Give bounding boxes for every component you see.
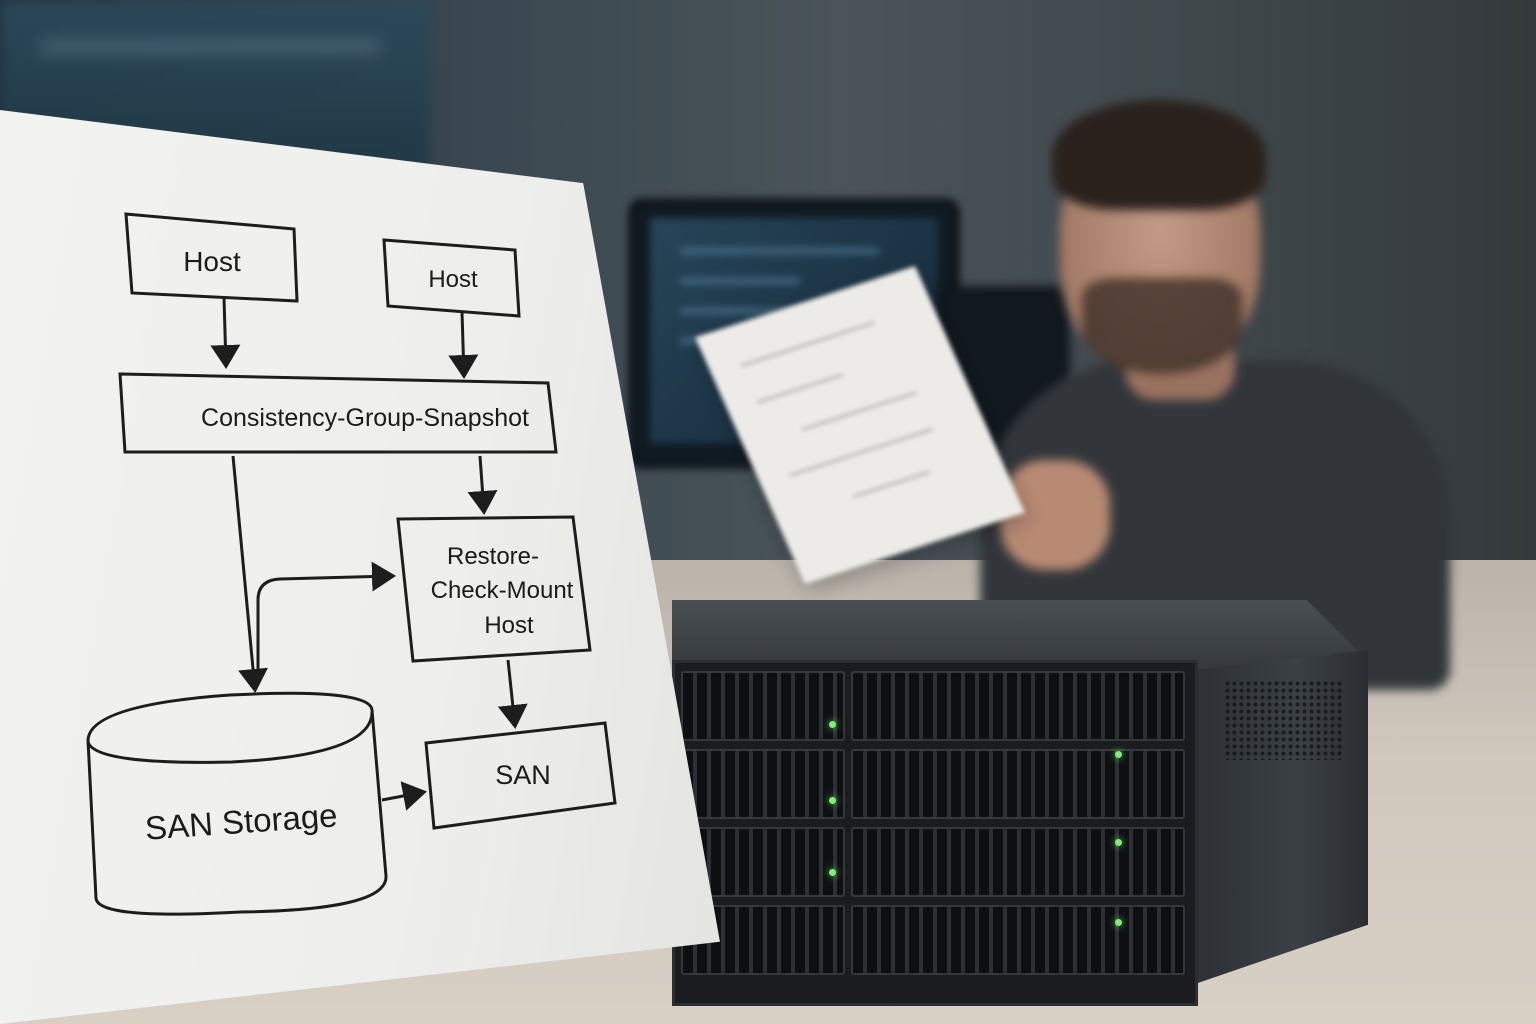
san-storage-label: SAN Storage (144, 796, 339, 846)
restore-label-line1: Restore- (447, 543, 539, 570)
person-right-hand (1000, 460, 1110, 570)
arrow-snapshot-to-restore (467, 455, 498, 515)
status-led-icon (829, 869, 836, 876)
status-led-icon (1115, 839, 1122, 846)
restore-host-box (396, 515, 592, 663)
host-right-box (382, 238, 521, 318)
screen-line (680, 278, 800, 284)
snapshot-box (118, 372, 558, 454)
rack-server (672, 600, 1372, 1006)
host-left-box (124, 212, 299, 303)
san-storage-cylinder (86, 691, 388, 916)
restore-label-line2: Check-Mount (431, 577, 574, 604)
window-frame (40, 40, 380, 54)
status-led-icon (829, 797, 836, 804)
person-beard (1082, 278, 1242, 374)
status-led-icon (1115, 751, 1122, 758)
backup-flow-diagram: Host Host Consistency-Group-Snapshot Res… (86, 212, 617, 916)
arrow-snapshot-to-storage (231, 455, 268, 693)
drive-bay (851, 827, 1185, 897)
san-label: SAN (495, 760, 551, 790)
screen-line (680, 308, 850, 314)
host-right-label: Host (428, 266, 478, 293)
arrow-storage-to-san (381, 781, 427, 811)
drive-bay (851, 671, 1185, 741)
drive-bay (681, 749, 845, 819)
drive-bay (851, 749, 1185, 819)
arrow-host-right-to-snapshot (448, 311, 479, 379)
snapshot-label: Consistency-Group-Snapshot (201, 404, 529, 432)
arrow-host-left-to-snapshot (210, 297, 241, 369)
screen-line (680, 248, 880, 254)
drive-bay (851, 905, 1185, 975)
arrow-restore-to-san (497, 659, 528, 729)
san-box (424, 721, 617, 830)
arrow-storage-to-restore (256, 561, 396, 680)
status-led-icon (829, 721, 836, 728)
drive-bay (681, 671, 845, 741)
restore-label-line3: Host (484, 612, 534, 639)
status-led-icon (1115, 919, 1122, 926)
person-hair (1052, 100, 1266, 210)
server-vent (1224, 680, 1344, 760)
host-left-label: Host (183, 246, 241, 277)
san-storage-cylinder-rim (86, 711, 374, 764)
server-front-panel (672, 660, 1198, 1006)
server-side-panel (1192, 650, 1368, 985)
